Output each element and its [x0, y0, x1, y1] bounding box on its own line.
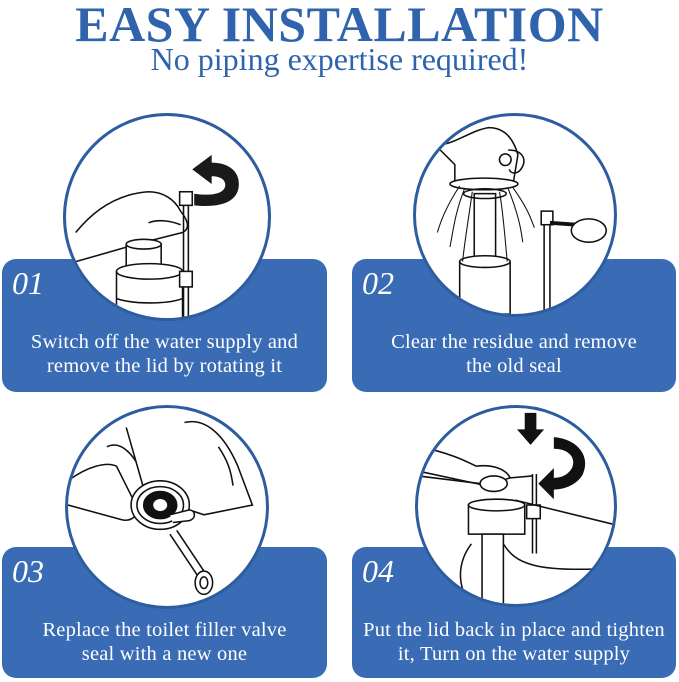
step-4-description: Put the lid back in place and tighten it…	[352, 618, 676, 666]
step-4-number: 04	[362, 553, 394, 589]
step-3-description: Replace the toilet filler valve seal wit…	[2, 618, 327, 666]
step-2-line-1: Clear the residue and remove	[391, 331, 637, 353]
step-1-number: 01	[12, 265, 44, 301]
page-subtitle: No piping expertise required!	[150, 41, 529, 77]
step-1-line-1: Switch off the water supply and	[30, 331, 299, 353]
step-3-illustration	[65, 405, 269, 609]
step-4-line-1: Put the lid back in place and tighten	[363, 619, 665, 641]
step-4-line-2: it, Turn on the water supply	[397, 643, 631, 665]
water-spraying-icon	[433, 126, 608, 314]
page-title: EASY INSTALLATION	[75, 0, 604, 52]
step-1-panel: 01 Switch off the water supply and remov…	[2, 259, 327, 392]
step-3-line-1: Replace the toilet filler valve	[42, 619, 287, 641]
step-2-description: Clear the residue and remove the old sea…	[352, 330, 676, 378]
step-3-number: 03	[12, 553, 44, 589]
step-1-description: Switch off the water supply and remove t…	[2, 330, 327, 378]
step-2-number: 02	[362, 265, 394, 301]
hands-replacing-seal-icon	[68, 420, 254, 596]
step-4-illustration	[415, 405, 617, 607]
step-2-illustration	[413, 113, 617, 317]
step-3-line-2: seal with a new one	[81, 643, 248, 665]
step-2-line-2: the old seal	[466, 355, 562, 377]
step-1-line-2: remove the lid by rotating it	[46, 355, 283, 377]
step-1-illustration	[63, 113, 271, 321]
tighten-lid-icon	[418, 412, 614, 604]
hand-rotating-lid-icon	[75, 154, 239, 318]
